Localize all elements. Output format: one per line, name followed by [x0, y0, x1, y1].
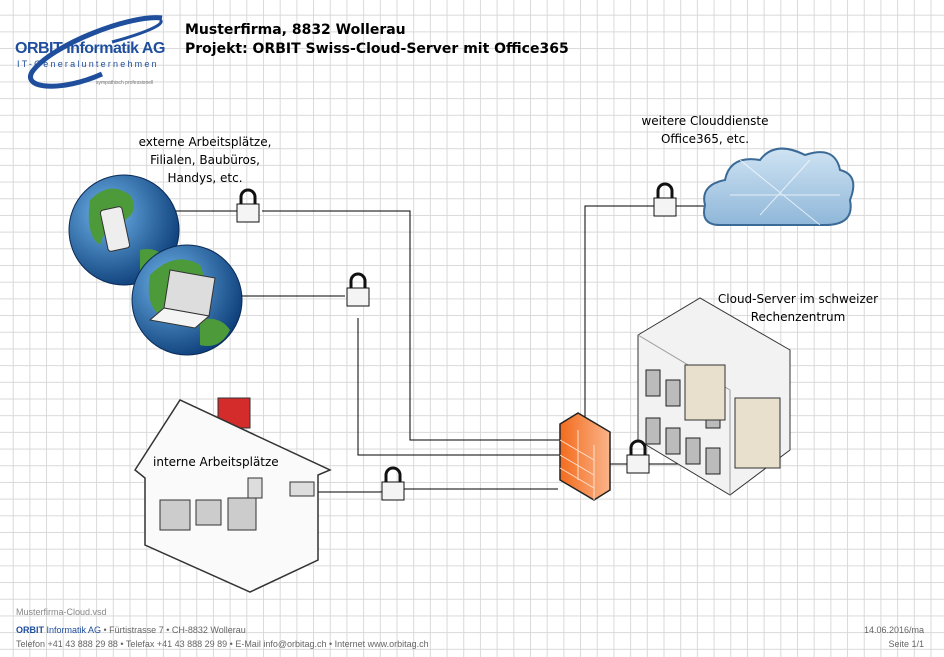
- header-project: Projekt: ORBIT Swiss-Cloud-Server mit Of…: [185, 41, 569, 57]
- label-cloud: weitere Clouddienste Office365, etc.: [641, 114, 769, 146]
- cloud-icon: [703, 147, 855, 226]
- lock-icon-cloud: [653, 182, 677, 217]
- connector-laptop-firewall: [357, 318, 560, 456]
- logo-swoosh-icon: [28, 15, 163, 89]
- company-logo: ORBIT Informatik AG IT-Generalunternehme…: [12, 14, 172, 94]
- label-server: Cloud-Server im schweizer Rechenzentrum: [717, 292, 879, 324]
- footer-page: Seite 1/1: [888, 639, 924, 649]
- logo-brand: ORBIT Informatik AG: [15, 40, 165, 57]
- firewall-icon: [559, 412, 611, 501]
- header-company: Musterfirma, 8832 Wollerau: [185, 22, 406, 38]
- lock-icon-mobile: [236, 188, 260, 223]
- footer-date: 14.06.2016/ma: [863, 625, 924, 635]
- footer-company-line: ORBIT Informatik AG • Fürtistrasse 7 • C…: [16, 625, 246, 635]
- logo-slogan: sympathisch professionell: [96, 80, 154, 86]
- label-internal: interne Arbeitsplätze: [153, 455, 279, 469]
- house-icon: [134, 397, 332, 593]
- lock-icon-house: [381, 466, 405, 501]
- connector-lines: [140, 205, 706, 493]
- logo-subtitle: IT-Generalunternehmen: [17, 59, 159, 69]
- datacenter-building-icon: [637, 297, 791, 496]
- connector-mobile-firewall: [262, 210, 560, 441]
- label-external: externe Arbeitsplätze, Filialen, Baubüro…: [138, 135, 272, 185]
- footer-contact: Telefon +41 43 888 29 88 • Telefax +41 4…: [16, 639, 429, 649]
- lock-icon-server: [626, 439, 650, 474]
- connector-house-firewall: [318, 488, 558, 493]
- footer-filename: Musterfirma-Cloud.vsd: [16, 607, 107, 617]
- connector-firewall-cloud: [584, 205, 706, 420]
- globe-laptop-icon: [131, 244, 243, 356]
- lock-icon-laptop: [346, 272, 370, 307]
